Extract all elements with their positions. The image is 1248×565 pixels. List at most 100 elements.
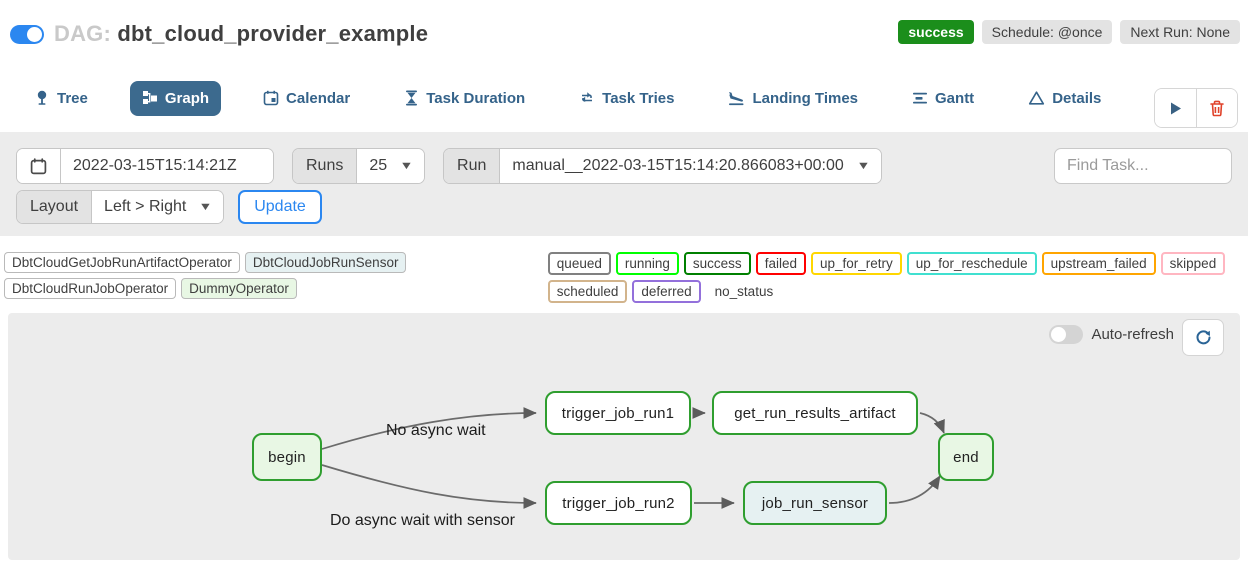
dag-graph-panel: Auto-refresh No async wait Do async wait… bbox=[8, 313, 1240, 560]
edge-label-do-async: Do async wait with sensor bbox=[330, 512, 515, 529]
toggle-knob bbox=[27, 26, 42, 42]
chevron-down-icon: ▼ bbox=[399, 160, 414, 172]
tab-landing-times[interactable]: Landing Times bbox=[716, 81, 870, 116]
task-node-job-run-sensor[interactable]: job_run_sensor bbox=[743, 481, 887, 525]
operator-pill: DbtCloudRunJobOperator bbox=[4, 278, 177, 299]
status-pill-success[interactable]: success bbox=[683, 252, 751, 275]
status-pill-scheduled[interactable]: scheduled bbox=[547, 280, 628, 303]
edge-sensor-end bbox=[888, 475, 941, 504]
runs-select[interactable]: 25 ▼ bbox=[357, 149, 425, 183]
gantt-bars-icon bbox=[913, 92, 928, 104]
filter-row-2: Layout Left > Right ▼ Update bbox=[16, 190, 1232, 224]
edge-artifact-end bbox=[919, 412, 945, 434]
status-pill-upstream-failed[interactable]: upstream_failed bbox=[1041, 252, 1156, 275]
calendar-picker-button[interactable] bbox=[17, 149, 61, 183]
dag-pause-toggle[interactable] bbox=[10, 24, 44, 44]
status-pill-failed[interactable]: failed bbox=[755, 252, 806, 275]
repeat-icon bbox=[582, 92, 593, 103]
run-label: Run bbox=[444, 149, 501, 183]
layout-selected-value: Left > Right bbox=[104, 198, 187, 215]
operator-pill: DbtCloudGetJobRunArtifactOperator bbox=[4, 252, 240, 273]
tab-graph[interactable]: Graph bbox=[129, 80, 222, 116]
calendar-icon bbox=[263, 90, 279, 106]
run-selected-value: manual__2022-03-15T15:14:20.866083+00:00 bbox=[512, 157, 844, 174]
tab-label: Graph bbox=[164, 89, 210, 107]
tab-label: Tree bbox=[57, 89, 88, 107]
triangle-icon bbox=[1029, 91, 1045, 105]
base-date-input[interactable] bbox=[61, 149, 273, 183]
status-pill-up-for-retry[interactable]: up_for_retry bbox=[810, 252, 902, 275]
calendar-icon bbox=[30, 157, 47, 174]
delete-dag-button[interactable] bbox=[1196, 89, 1237, 127]
status-pill-queued[interactable]: queued bbox=[547, 252, 611, 275]
task-node-get-run-results-artifact[interactable]: get_run_results_artifact bbox=[712, 391, 918, 435]
play-icon bbox=[1171, 102, 1181, 114]
header-badges: success Schedule: @once Next Run: None bbox=[898, 20, 1240, 44]
runs-selected-value: 25 bbox=[369, 157, 388, 174]
status-legend: queued running success failed up_for_ret… bbox=[547, 252, 1244, 303]
toggle-knob bbox=[1051, 327, 1067, 342]
dag-action-buttons bbox=[1154, 88, 1238, 128]
run-select[interactable]: manual__2022-03-15T15:14:20.866083+00:00… bbox=[500, 149, 881, 183]
dag-name: dbt_cloud_provider_example bbox=[117, 21, 429, 46]
layout-select[interactable]: Left > Right ▼ bbox=[92, 191, 224, 223]
status-pill-deferred[interactable]: deferred bbox=[632, 280, 701, 303]
filter-panel: Runs 25 ▼ Run manual__2022-03-15T15:14:2… bbox=[0, 132, 1248, 236]
dag-edges bbox=[321, 407, 945, 509]
tab-task-tries[interactable]: Task Tries bbox=[567, 81, 686, 116]
filter-row-1: Runs 25 ▼ Run manual__2022-03-15T15:14:2… bbox=[16, 148, 1232, 184]
status-pill-running[interactable]: running bbox=[615, 252, 679, 275]
operator-pill: DummyOperator bbox=[181, 278, 297, 299]
auto-refresh-control: Auto-refresh bbox=[1049, 325, 1174, 344]
graph-icon bbox=[142, 91, 157, 104]
status-pill-up-for-reschedule[interactable]: up_for_reschedule bbox=[906, 252, 1037, 275]
hourglass-icon bbox=[406, 90, 418, 106]
task-node-trigger-job-run2[interactable]: trigger_job_run2 bbox=[545, 481, 692, 525]
edge-label-no-async: No async wait bbox=[386, 422, 486, 439]
tree-icon bbox=[37, 90, 47, 105]
tab-details[interactable]: Details bbox=[1016, 81, 1113, 116]
auto-refresh-label: Auto-refresh bbox=[1091, 326, 1174, 343]
trash-icon bbox=[1210, 100, 1224, 116]
chevron-down-icon: ▼ bbox=[856, 160, 871, 172]
base-date-group bbox=[16, 148, 274, 184]
layout-group: Layout Left > Right ▼ bbox=[16, 190, 225, 224]
tab-task-duration[interactable]: Task Duration bbox=[392, 81, 537, 116]
schedule-badge[interactable]: Schedule: @once bbox=[981, 20, 1113, 44]
runs-group: Runs 25 ▼ bbox=[292, 148, 426, 184]
task-node-end[interactable]: end bbox=[938, 433, 994, 481]
next-run-badge: Next Run: None bbox=[1120, 20, 1240, 44]
find-task-input[interactable] bbox=[1054, 148, 1232, 184]
task-node-begin[interactable]: begin bbox=[252, 433, 322, 481]
run-group: Run manual__2022-03-15T15:14:20.866083+0… bbox=[443, 148, 882, 184]
status-badge: success bbox=[898, 20, 974, 44]
update-button[interactable]: Update bbox=[238, 190, 322, 224]
runs-label: Runs bbox=[293, 149, 358, 183]
refresh-button[interactable] bbox=[1182, 319, 1224, 356]
trigger-dag-button[interactable] bbox=[1155, 89, 1196, 127]
page-title: DAG: dbt_cloud_provider_example bbox=[54, 21, 428, 47]
auto-refresh-toggle[interactable] bbox=[1049, 325, 1084, 344]
tab-label: Landing Times bbox=[752, 89, 859, 107]
edge-begin-trigger2 bbox=[321, 464, 537, 509]
tab-tree[interactable]: Tree bbox=[22, 81, 100, 116]
view-tabbar: Tree Graph Calendar Task Duration Task T… bbox=[22, 78, 1248, 118]
operator-pill: DbtCloudJobRunSensor bbox=[244, 252, 407, 273]
tab-label: Task Tries bbox=[602, 89, 675, 107]
legend: DbtCloudGetJobRunArtifactOperator DbtClo… bbox=[4, 252, 1244, 303]
plane-landing-icon bbox=[729, 92, 744, 106]
tab-label: Calendar bbox=[286, 89, 351, 107]
status-pill-skipped[interactable]: skipped bbox=[1160, 252, 1226, 275]
chevron-down-icon: ▼ bbox=[198, 201, 213, 213]
task-node-trigger-job-run1[interactable]: trigger_job_run1 bbox=[545, 391, 691, 435]
status-pill-no-status[interactable]: no_status bbox=[714, 284, 774, 299]
tab-gantt[interactable]: Gantt bbox=[900, 81, 986, 116]
layout-label: Layout bbox=[17, 191, 93, 223]
tab-calendar[interactable]: Calendar bbox=[251, 81, 362, 116]
dag-prefix-label: DAG: bbox=[54, 21, 112, 46]
refresh-icon bbox=[1196, 330, 1210, 345]
tab-label: Details bbox=[1052, 89, 1102, 107]
operator-legend: DbtCloudGetJobRunArtifactOperator DbtClo… bbox=[4, 252, 536, 299]
edge-begin-trigger1 bbox=[321, 407, 537, 450]
dag-header: DAG: dbt_cloud_provider_example bbox=[0, 0, 1248, 52]
